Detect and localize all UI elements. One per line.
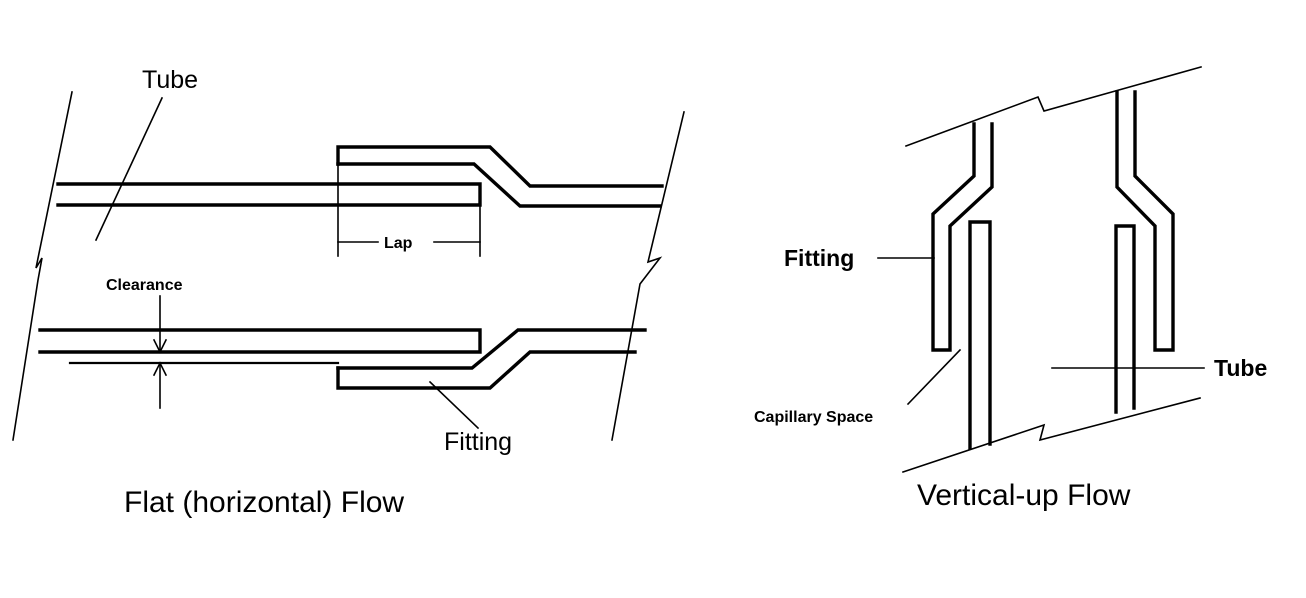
clearance-label: Clearance	[106, 277, 183, 294]
tube-label-vertical: Tube	[1214, 355, 1267, 381]
top-break-line	[904, 66, 1202, 148]
lap-label: Lap	[384, 235, 413, 252]
capillary-leader-line	[906, 348, 962, 406]
left-break-line	[12, 91, 73, 441]
lap-dimension	[337, 163, 481, 257]
fitting-walls-right	[1115, 90, 1175, 352]
tube-walls	[38, 182, 482, 354]
right-break-line	[611, 111, 685, 441]
vertical-flow-caption: Vertical-up Flow	[917, 479, 1131, 512]
fitting-label: Fitting	[444, 428, 512, 456]
bottom-break-line	[901, 397, 1201, 474]
horizontal-flow-diagram: Tube Clearance Lap Fitting Flat (horizon…	[12, 66, 685, 519]
horizontal-flow-caption: Flat (horizontal) Flow	[124, 486, 404, 519]
clearance-dimension	[152, 295, 168, 409]
fitting-label-vertical: Fitting	[784, 245, 854, 271]
fitting-leader-line	[428, 380, 480, 430]
tube-label: Tube	[142, 66, 198, 94]
vertical-flow-diagram: Fitting Tube Capillary Space Vertical-up…	[754, 66, 1267, 512]
fitting-walls-left	[931, 122, 994, 352]
fitting-walls	[336, 145, 664, 390]
capillary-space-label: Capillary Space	[754, 409, 873, 426]
tube-leader-line	[94, 96, 164, 242]
tube-walls-vertical	[968, 220, 1136, 450]
